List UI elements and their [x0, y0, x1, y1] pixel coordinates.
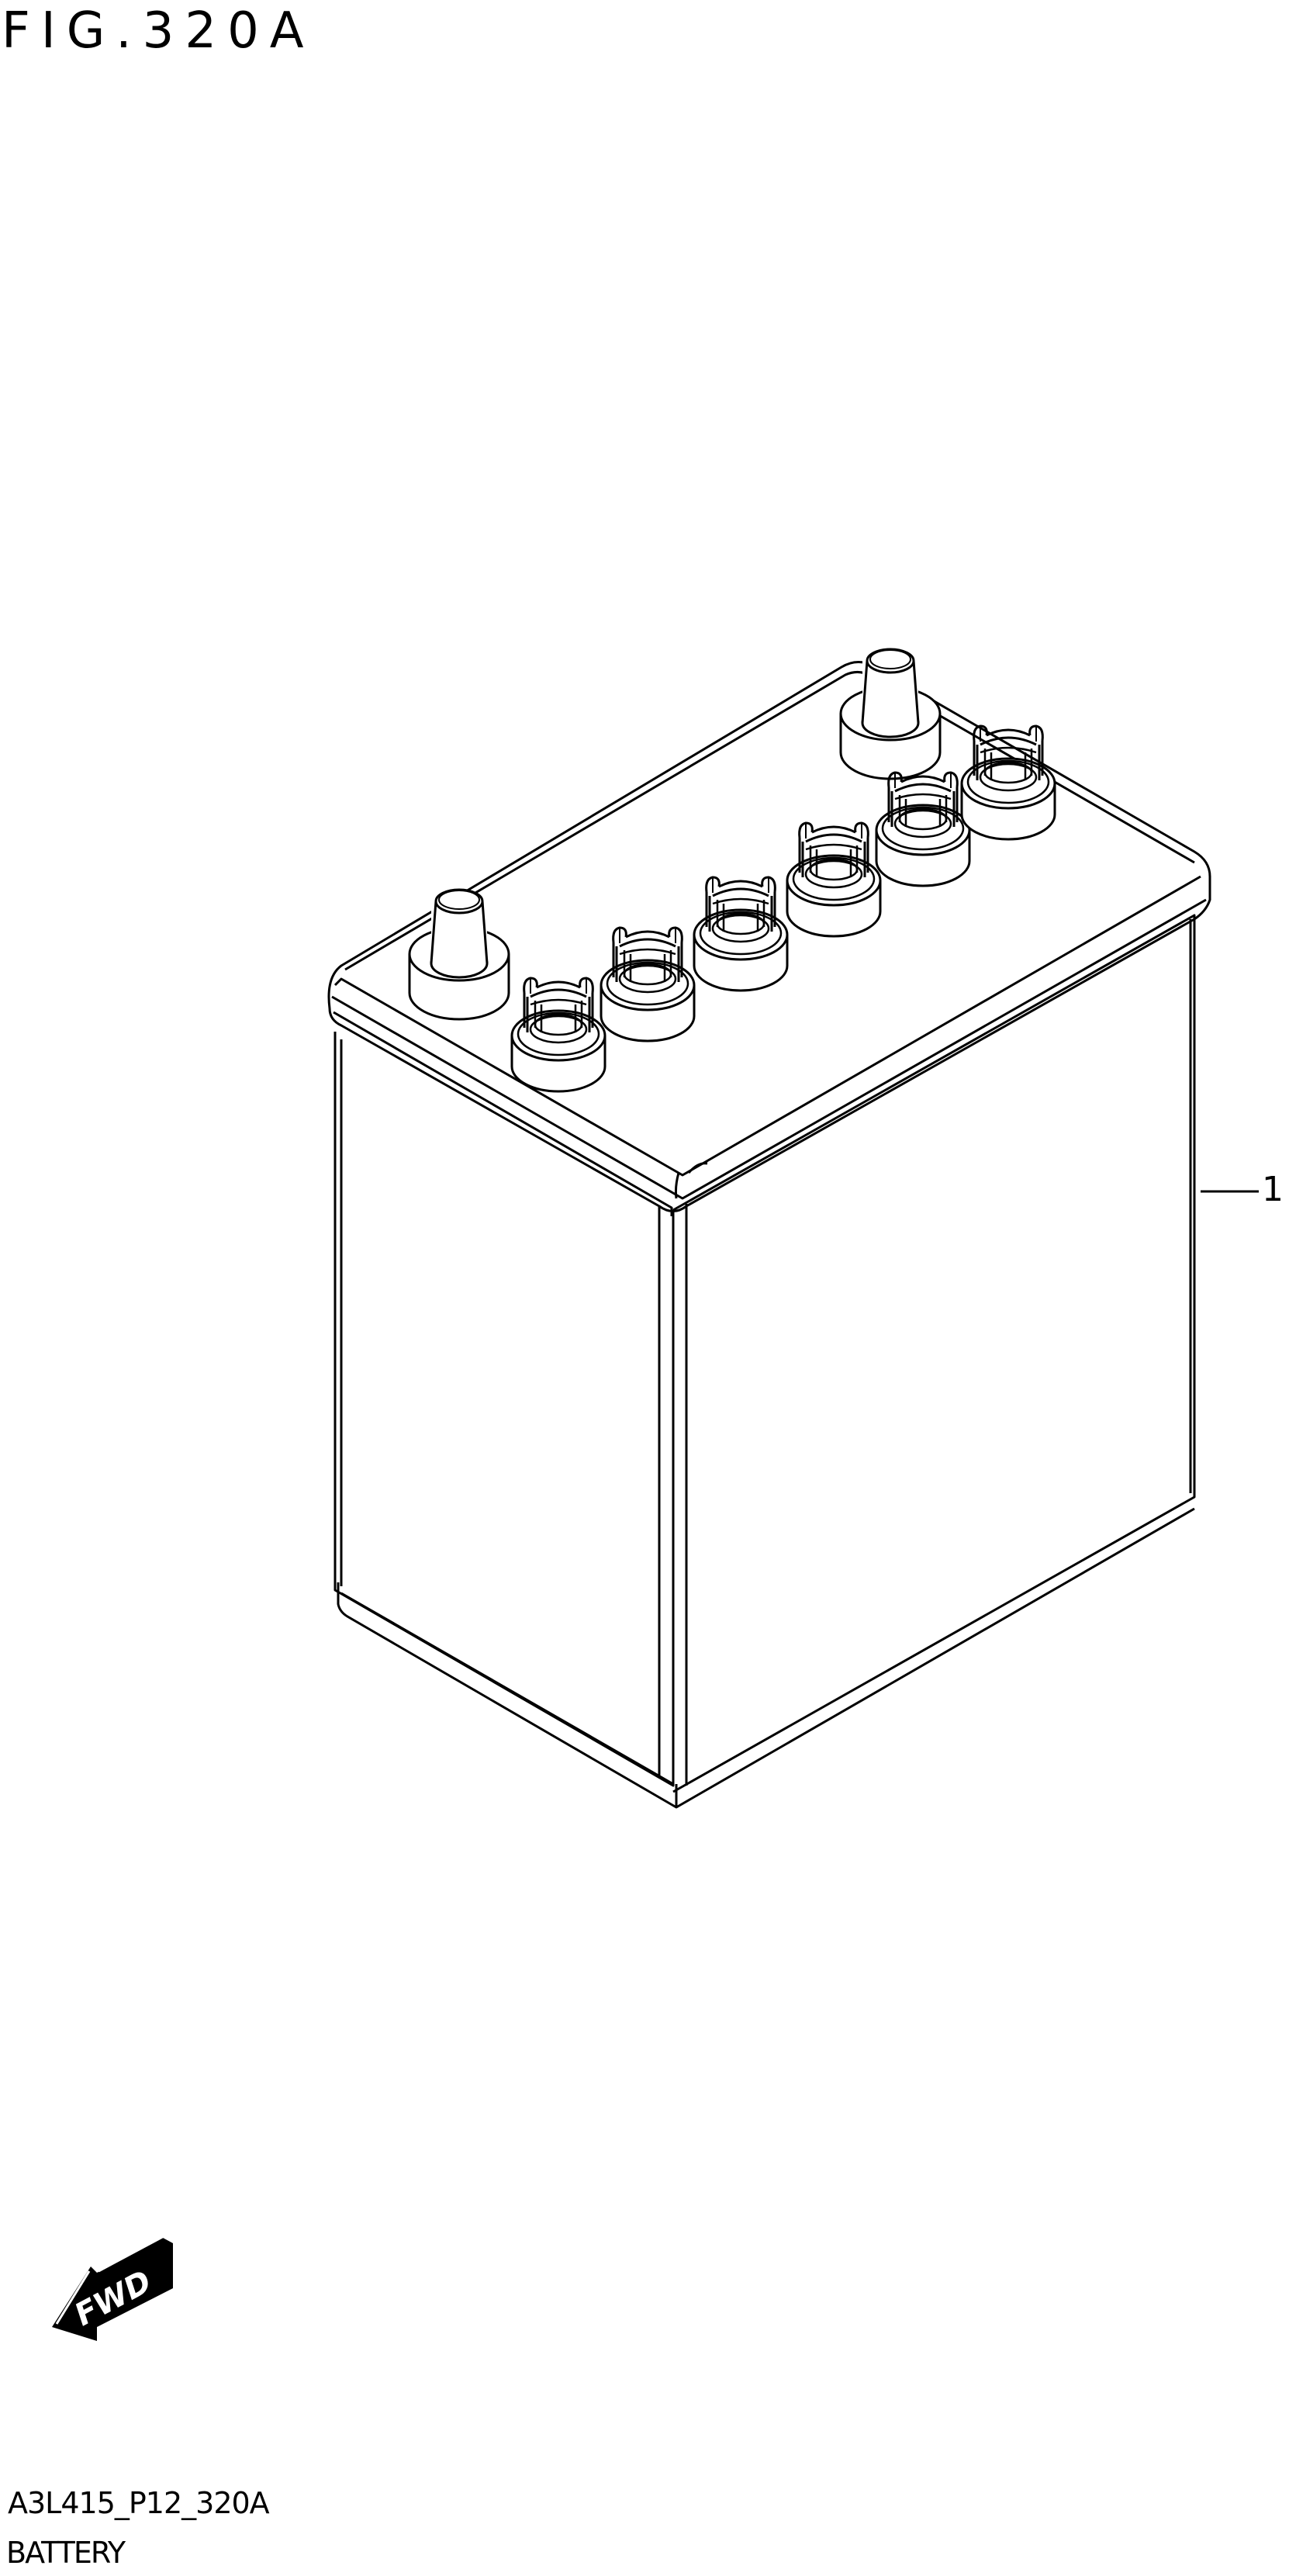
fwd-arrow-icon: FWD — [52, 2234, 173, 2341]
drawing-code: A3L415_P12_320A — [8, 2486, 270, 2520]
figure-title: FIG.320A — [2, 2, 315, 60]
positive-terminal-post — [839, 648, 942, 780]
vent-cap-2 — [600, 926, 696, 1043]
battery-case — [327, 661, 1211, 1809]
vent-cap-4 — [786, 821, 882, 938]
vent-cap-3 — [693, 876, 789, 992]
assembly-name: BATTERY — [6, 2536, 126, 2570]
callout-1-label[interactable]: 1 — [1262, 1170, 1284, 1209]
vent-cap-1 — [510, 977, 606, 1093]
negative-terminal-post — [408, 888, 510, 1021]
vent-cap-5 — [875, 771, 971, 887]
